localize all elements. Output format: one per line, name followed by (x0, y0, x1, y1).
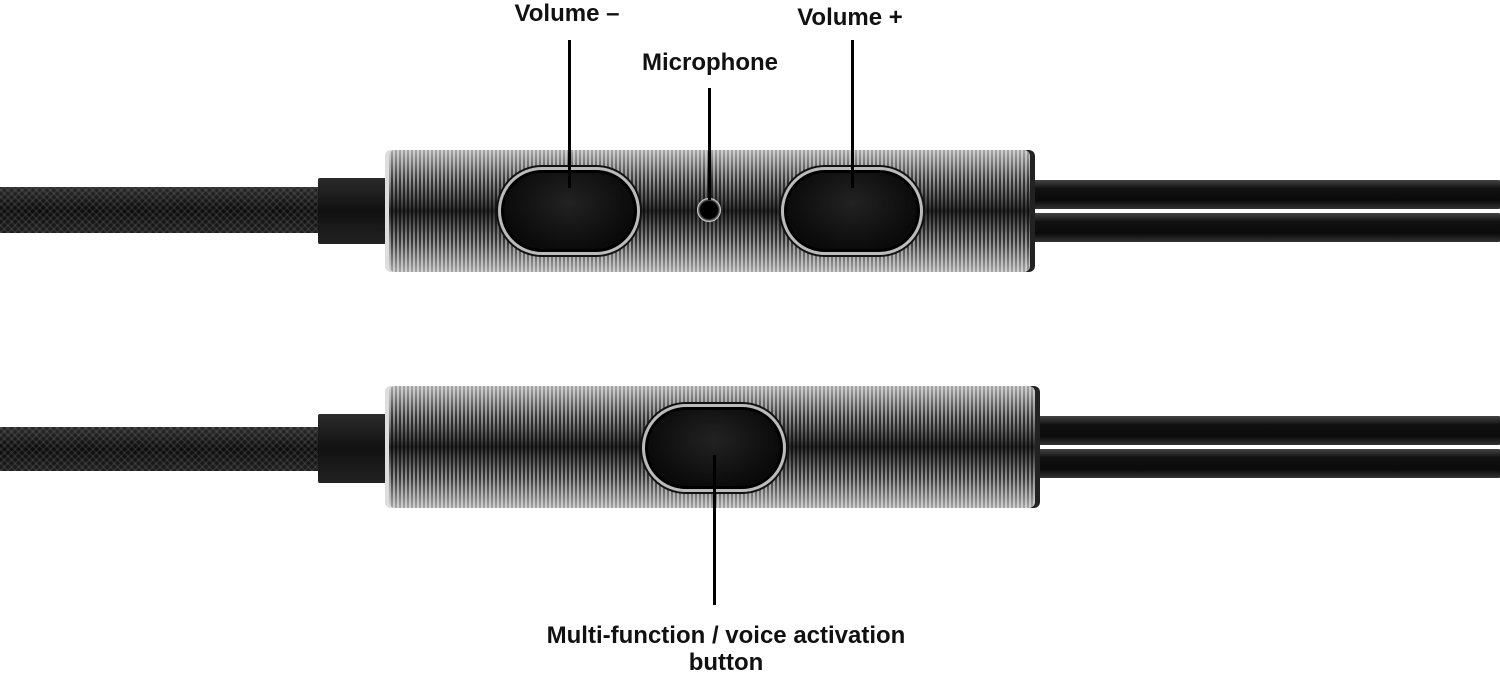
volume-up-label: Volume + (797, 4, 903, 31)
microphone-label: Microphone (642, 49, 778, 76)
cable-collar-top (318, 178, 386, 244)
braided-cable-bottom (0, 427, 320, 471)
split-cord-bottom-upper (1038, 416, 1500, 445)
split-cord-bottom-lower (1038, 449, 1500, 478)
microphone-icon (697, 198, 721, 222)
multifunction-label-line2: button (688, 649, 764, 676)
microphone-pointer (708, 88, 711, 200)
volume-down-label: Volume – (514, 0, 620, 27)
split-cord-top-lower (1033, 213, 1500, 242)
cable-collar-bottom (318, 414, 386, 483)
multifunction-pointer (713, 455, 716, 605)
split-cord-top-upper (1033, 180, 1500, 209)
braided-cable-top (0, 187, 320, 233)
multifunction-label-line1: Multi-function / voice activation (546, 622, 906, 649)
volume-up-pointer (851, 40, 854, 188)
volume-down-pointer (568, 40, 571, 188)
